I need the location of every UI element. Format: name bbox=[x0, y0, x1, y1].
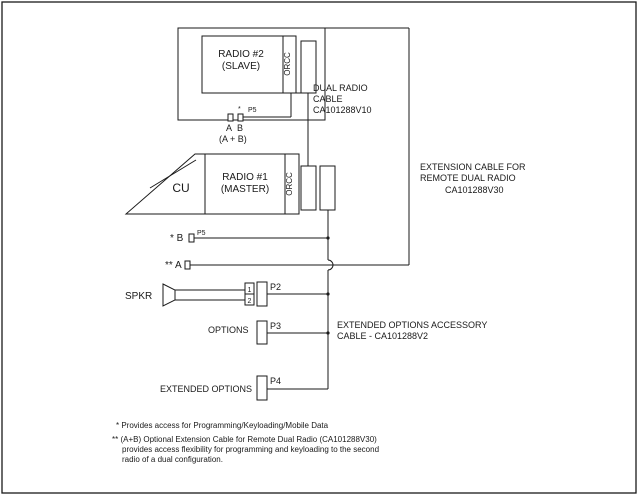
dual-cable-line3: CA101288V10 bbox=[313, 105, 372, 115]
p3-junction bbox=[326, 331, 330, 335]
note-2-line2: provides access flexibility for programm… bbox=[122, 445, 379, 454]
extended-options-port: EXTENDED OPTIONS P4 bbox=[160, 375, 328, 401]
notes: * Provides access for Programming/Keyloa… bbox=[112, 421, 379, 464]
note-2-line3: radio of a dual configuration. bbox=[122, 455, 223, 464]
b-port-junction bbox=[326, 236, 330, 240]
ext-cable-line3: CA101288V30 bbox=[445, 185, 504, 195]
radio-1-connector-b bbox=[319, 165, 336, 211]
ab-p5: P5 bbox=[248, 107, 257, 114]
b-port-label: * B bbox=[170, 233, 184, 244]
speaker: SPKR 1 2 P2 bbox=[125, 281, 330, 307]
note-1: * Provides access for Programming/Keyloa… bbox=[116, 421, 329, 430]
a-port-label: ** A bbox=[165, 260, 182, 271]
b-port-plug bbox=[188, 233, 195, 243]
ab-b-label: B bbox=[237, 123, 243, 133]
cu-bevel bbox=[149, 159, 197, 189]
radio-2-orcc-panel bbox=[282, 35, 297, 94]
p4-connector bbox=[256, 375, 268, 401]
radio-1-orcc-panel bbox=[284, 153, 300, 215]
p2-pin-2: 2 bbox=[248, 298, 252, 305]
radio-1-orcc-label: ORCC bbox=[285, 172, 294, 196]
p3-label: P3 bbox=[270, 321, 281, 331]
radio-1-role: (MASTER) bbox=[221, 184, 269, 195]
control-unit: CU bbox=[124, 153, 206, 215]
ext-cable-line1: EXTENSION CABLE FOR bbox=[420, 162, 526, 172]
a-plug bbox=[227, 113, 234, 122]
a-port: ** A bbox=[165, 260, 191, 271]
ext-options-cable-line2: CABLE - CA101288V2 bbox=[337, 331, 428, 341]
p2-pin-1: 1 bbox=[248, 287, 252, 294]
cu-wedge bbox=[124, 153, 206, 215]
p3-connector bbox=[256, 320, 268, 345]
options-label: OPTIONS bbox=[208, 325, 249, 335]
b-port-p5: P5 bbox=[197, 230, 206, 237]
radio-1: RADIO #1 (MASTER) ORCC bbox=[204, 153, 336, 215]
trunk-crossover bbox=[327, 259, 334, 271]
ab-connector: * P5 A B (A + B) bbox=[219, 92, 301, 144]
radio-2-body bbox=[201, 35, 284, 94]
ext-cable-line2: REMOTE DUAL RADIO bbox=[420, 173, 516, 183]
ab-combined-label: (A + B) bbox=[219, 134, 247, 144]
b-port: * B P5 bbox=[170, 230, 330, 244]
ab-a-label: A bbox=[226, 123, 232, 133]
dual-cable-line1: DUAL RADIO bbox=[313, 83, 368, 93]
speaker-cable bbox=[174, 289, 246, 301]
ext-options-cable-line1: EXTENDED OPTIONS ACCESSORY bbox=[337, 320, 487, 330]
radio-2-name: RADIO #2 bbox=[218, 49, 264, 60]
options-port: OPTIONS P3 bbox=[208, 320, 330, 345]
speaker-cone bbox=[162, 283, 176, 307]
p2-label: P2 bbox=[270, 282, 281, 292]
extended-options-label: EXTENDED OPTIONS bbox=[160, 384, 252, 394]
radio-2: RADIO #2 (SLAVE) ORCC bbox=[177, 27, 326, 121]
radio-2-orcc-label: ORCC bbox=[283, 52, 292, 76]
p2-connector bbox=[256, 281, 268, 307]
b-plug bbox=[237, 113, 244, 122]
radio-2-role: (SLAVE) bbox=[222, 61, 260, 72]
radio-1-connector-a bbox=[300, 165, 317, 211]
note-2-line1: ** (A+B) Optional Extension Cable for Re… bbox=[112, 435, 377, 444]
p4-label: P4 bbox=[270, 376, 281, 386]
spkr-label: SPKR bbox=[125, 291, 152, 302]
radio-1-name: RADIO #1 bbox=[222, 172, 268, 183]
a-port-plug bbox=[184, 260, 191, 270]
p2-junction bbox=[326, 292, 330, 296]
dual-cable-line2: CABLE bbox=[313, 94, 343, 104]
ab-star: * bbox=[238, 106, 241, 113]
cu-label: CU bbox=[172, 181, 189, 195]
